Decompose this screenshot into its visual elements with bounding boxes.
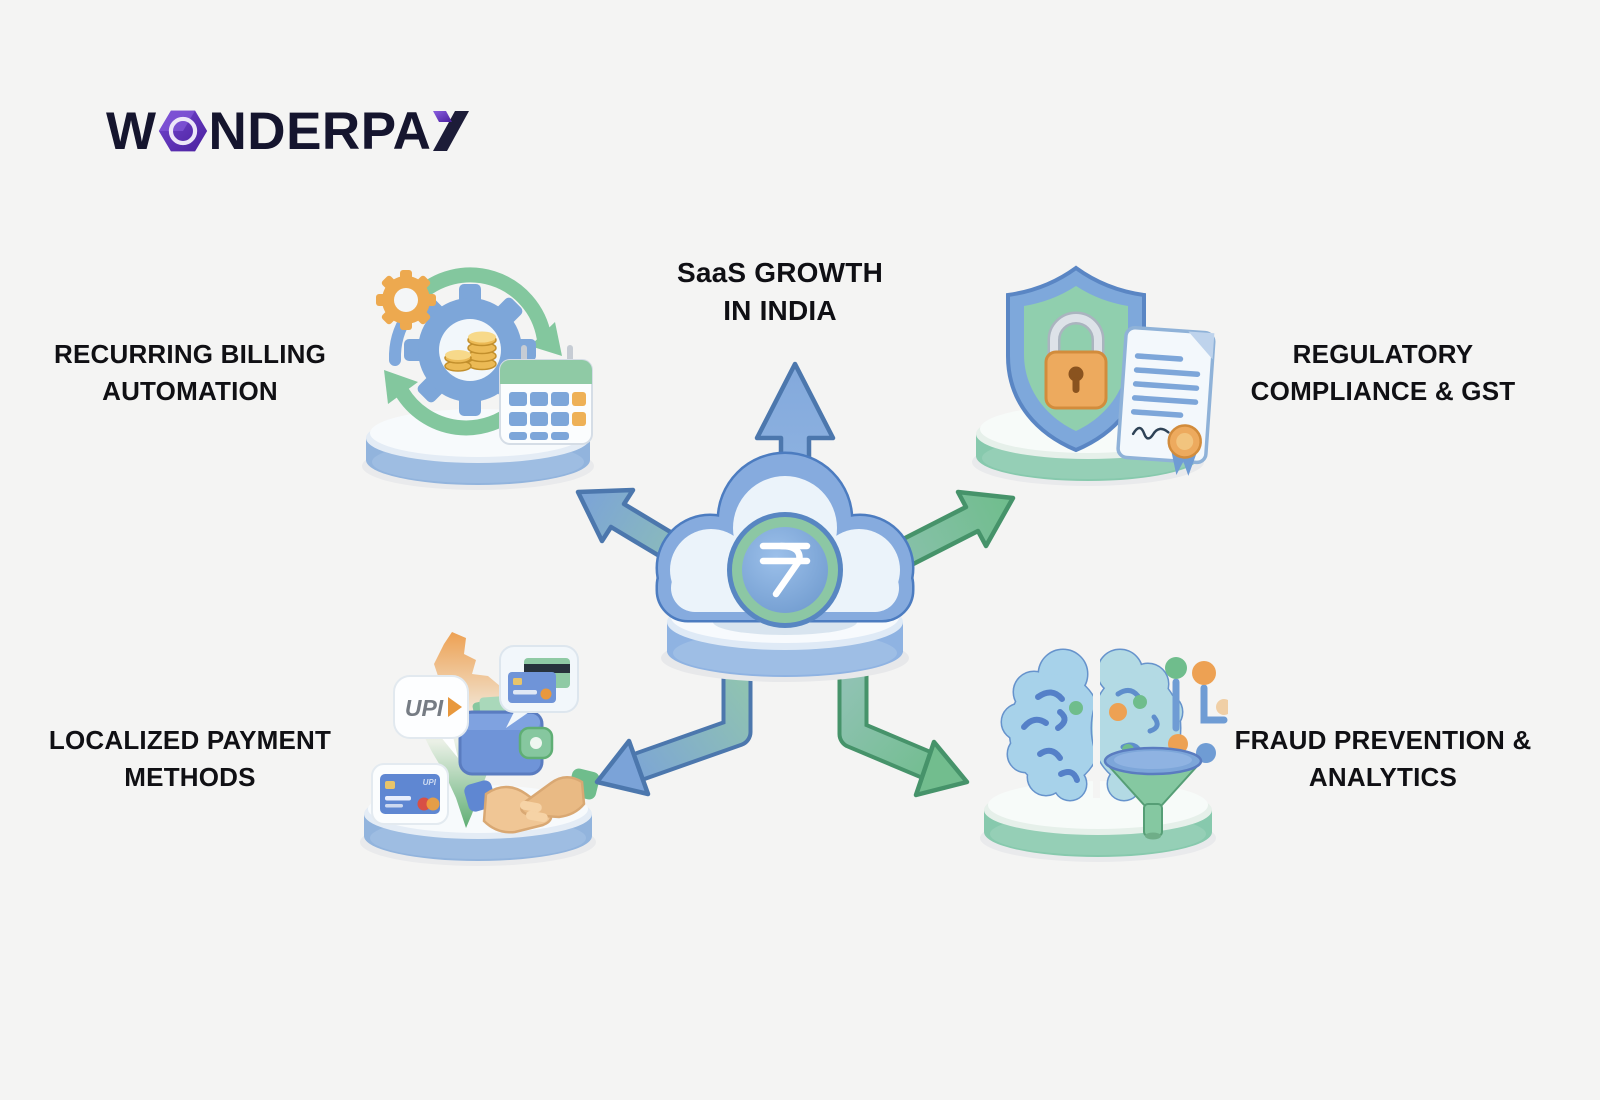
logo-word-middle: NDER <box>208 101 361 161</box>
label-line: COMPLIANCE & GST <box>1250 376 1516 406</box>
label-line: REGULATORY <box>1292 339 1474 369</box>
wonderpay-logo: W NDER PA <box>106 100 470 162</box>
center-title: SaaS GROWTH IN INDIA <box>615 254 945 330</box>
center-title-line1: SaaS GROWTH <box>676 257 883 288</box>
cloud-rupee-icon <box>575 361 1016 798</box>
handshake-icon <box>464 768 600 834</box>
arrow-down-right <box>837 636 970 798</box>
funnel-icon <box>1103 746 1203 840</box>
label-line: AUTOMATION <box>102 376 278 406</box>
gears-coins-calendar-icon <box>362 267 594 490</box>
logo-word-bold: PA <box>360 101 432 161</box>
shield-lock-document-icon <box>972 265 1216 486</box>
label-localized-payments: LOCALIZED PAYMENT METHODS <box>25 722 355 796</box>
rupee-badge <box>727 512 843 628</box>
stylized-y-icon <box>433 111 470 151</box>
rupee-symbol <box>759 542 811 598</box>
label-line: RECURRING BILLING <box>53 339 327 369</box>
document-icon <box>1116 326 1216 476</box>
india-map-upi-wallet-handshake-icon: UPI UPI <box>360 632 600 866</box>
card-bubble-icon <box>499 645 579 728</box>
calendar-icon <box>499 345 593 445</box>
label-line: FRAUD PREVENTION & <box>1234 725 1532 755</box>
label-line: LOCALIZED PAYMENT <box>48 725 332 755</box>
circuit-nodes-icon <box>1165 657 1228 763</box>
padlock-icon <box>1044 311 1108 410</box>
center-title-line2: IN INDIA <box>723 295 837 326</box>
label-regulatory-compliance: REGULATORY COMPLIANCE & GST <box>1218 336 1548 410</box>
coin-stack-icon <box>444 331 497 372</box>
label-line: ANALYTICS <box>1308 762 1458 792</box>
label-fraud-prevention: FRAUD PREVENTION & ANALYTICS <box>1218 722 1548 796</box>
small-gear-icon <box>376 270 436 330</box>
label-recurring-billing: RECURRING BILLING AUTOMATION <box>25 336 355 410</box>
upi-bubble-label: UPI <box>405 695 444 721</box>
credit-card-icon: UPI <box>371 763 449 825</box>
label-line: METHODS <box>124 762 256 792</box>
brain-funnel-analytics-icon <box>980 648 1228 862</box>
card-upi-label: UPI <box>423 778 437 787</box>
upi-bubble-icon: UPI <box>393 675 469 758</box>
hexagon-o-icon <box>158 110 207 152</box>
logo-word-start: W <box>106 101 157 161</box>
